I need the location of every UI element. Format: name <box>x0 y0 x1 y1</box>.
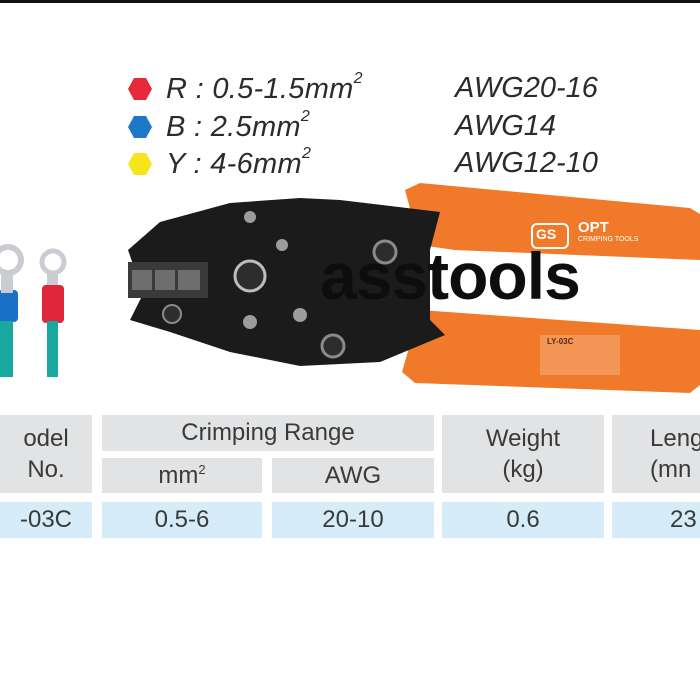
table-header-length: Leng (mn <box>612 415 700 493</box>
model-sticker <box>540 335 620 375</box>
legend-row-yellow: Y : 4-6mm2 <box>128 144 312 181</box>
table-header-model: odel No. <box>0 415 92 493</box>
legend-row-red: R : 0.5-1.5mm2 <box>128 69 363 106</box>
brand-logo-box <box>531 223 569 249</box>
yellow-hexagon-icon <box>128 153 152 175</box>
legend-blue-text: B : 2.5mm2 <box>166 107 311 143</box>
blue-hexagon-icon <box>128 116 152 138</box>
red-terminal-sleeve <box>42 285 64 323</box>
store-watermark: asstools <box>320 239 581 313</box>
length-header-line2: (mn <box>650 456 692 483</box>
model-sticker-text: LY-03C <box>547 337 574 346</box>
table-header-weight: Weight (kg) <box>442 415 604 493</box>
legend-row-blue: B : 2.5mm2 <box>128 107 311 144</box>
weight-header-line2: (kg) <box>502 456 544 483</box>
length-header-line1: Leng <box>650 425 700 452</box>
table-header-crimping-range: Crimping Range <box>102 415 434 451</box>
legend-red-text: R : 0.5-1.5mm2 <box>166 69 363 105</box>
upper-handle <box>405 183 700 260</box>
legend-red-awg: AWG20-16 <box>455 72 598 104</box>
adjust-rivet <box>320 333 346 359</box>
blue-terminal-barrel <box>1 271 13 293</box>
tool-body <box>128 198 445 366</box>
brand-logo: GS <box>536 226 557 242</box>
die-slot-3 <box>178 270 200 290</box>
top-border <box>0 0 700 3</box>
brand-subtitle: CRIMPING TOOLS <box>578 236 639 243</box>
table-cell-model: -03C <box>0 502 92 538</box>
legend-yellow-awg: AWG12-10 <box>455 147 598 179</box>
red-terminal-wire <box>47 321 58 377</box>
die-slot-1 <box>132 270 152 290</box>
jaw-rivet <box>162 304 182 324</box>
table-cell-awg: 20-10 <box>272 502 434 538</box>
brand-name: OPT <box>578 219 609 236</box>
ring-terminals-image <box>0 244 67 377</box>
pivot-rivet <box>233 259 267 293</box>
ratchet-rivet <box>372 239 398 265</box>
die-slot-2 <box>155 270 175 290</box>
rivet-lower <box>293 308 307 322</box>
rivet-top <box>244 211 256 223</box>
rivet-mid <box>276 239 288 251</box>
model-header-line1: odel <box>23 425 69 452</box>
rivet-bottom <box>243 315 257 329</box>
table-header-awg: AWG <box>272 458 434 493</box>
legend-yellow-text: Y : 4-6mm2 <box>166 144 312 180</box>
blue-terminal-sleeve <box>0 290 18 322</box>
table-cell-mm: 0.5-6 <box>102 502 262 538</box>
table-cell-length: 23 <box>612 502 700 538</box>
legend-blue-awg: AWG14 <box>455 110 557 142</box>
red-hexagon-icon <box>128 78 152 100</box>
table-cell-weight: 0.6 <box>442 502 604 538</box>
red-terminal-barrel <box>47 271 58 287</box>
blue-terminal-wire <box>0 321 13 377</box>
weight-header-line1: Weight <box>485 425 561 452</box>
model-header-line2: No. <box>27 456 65 483</box>
